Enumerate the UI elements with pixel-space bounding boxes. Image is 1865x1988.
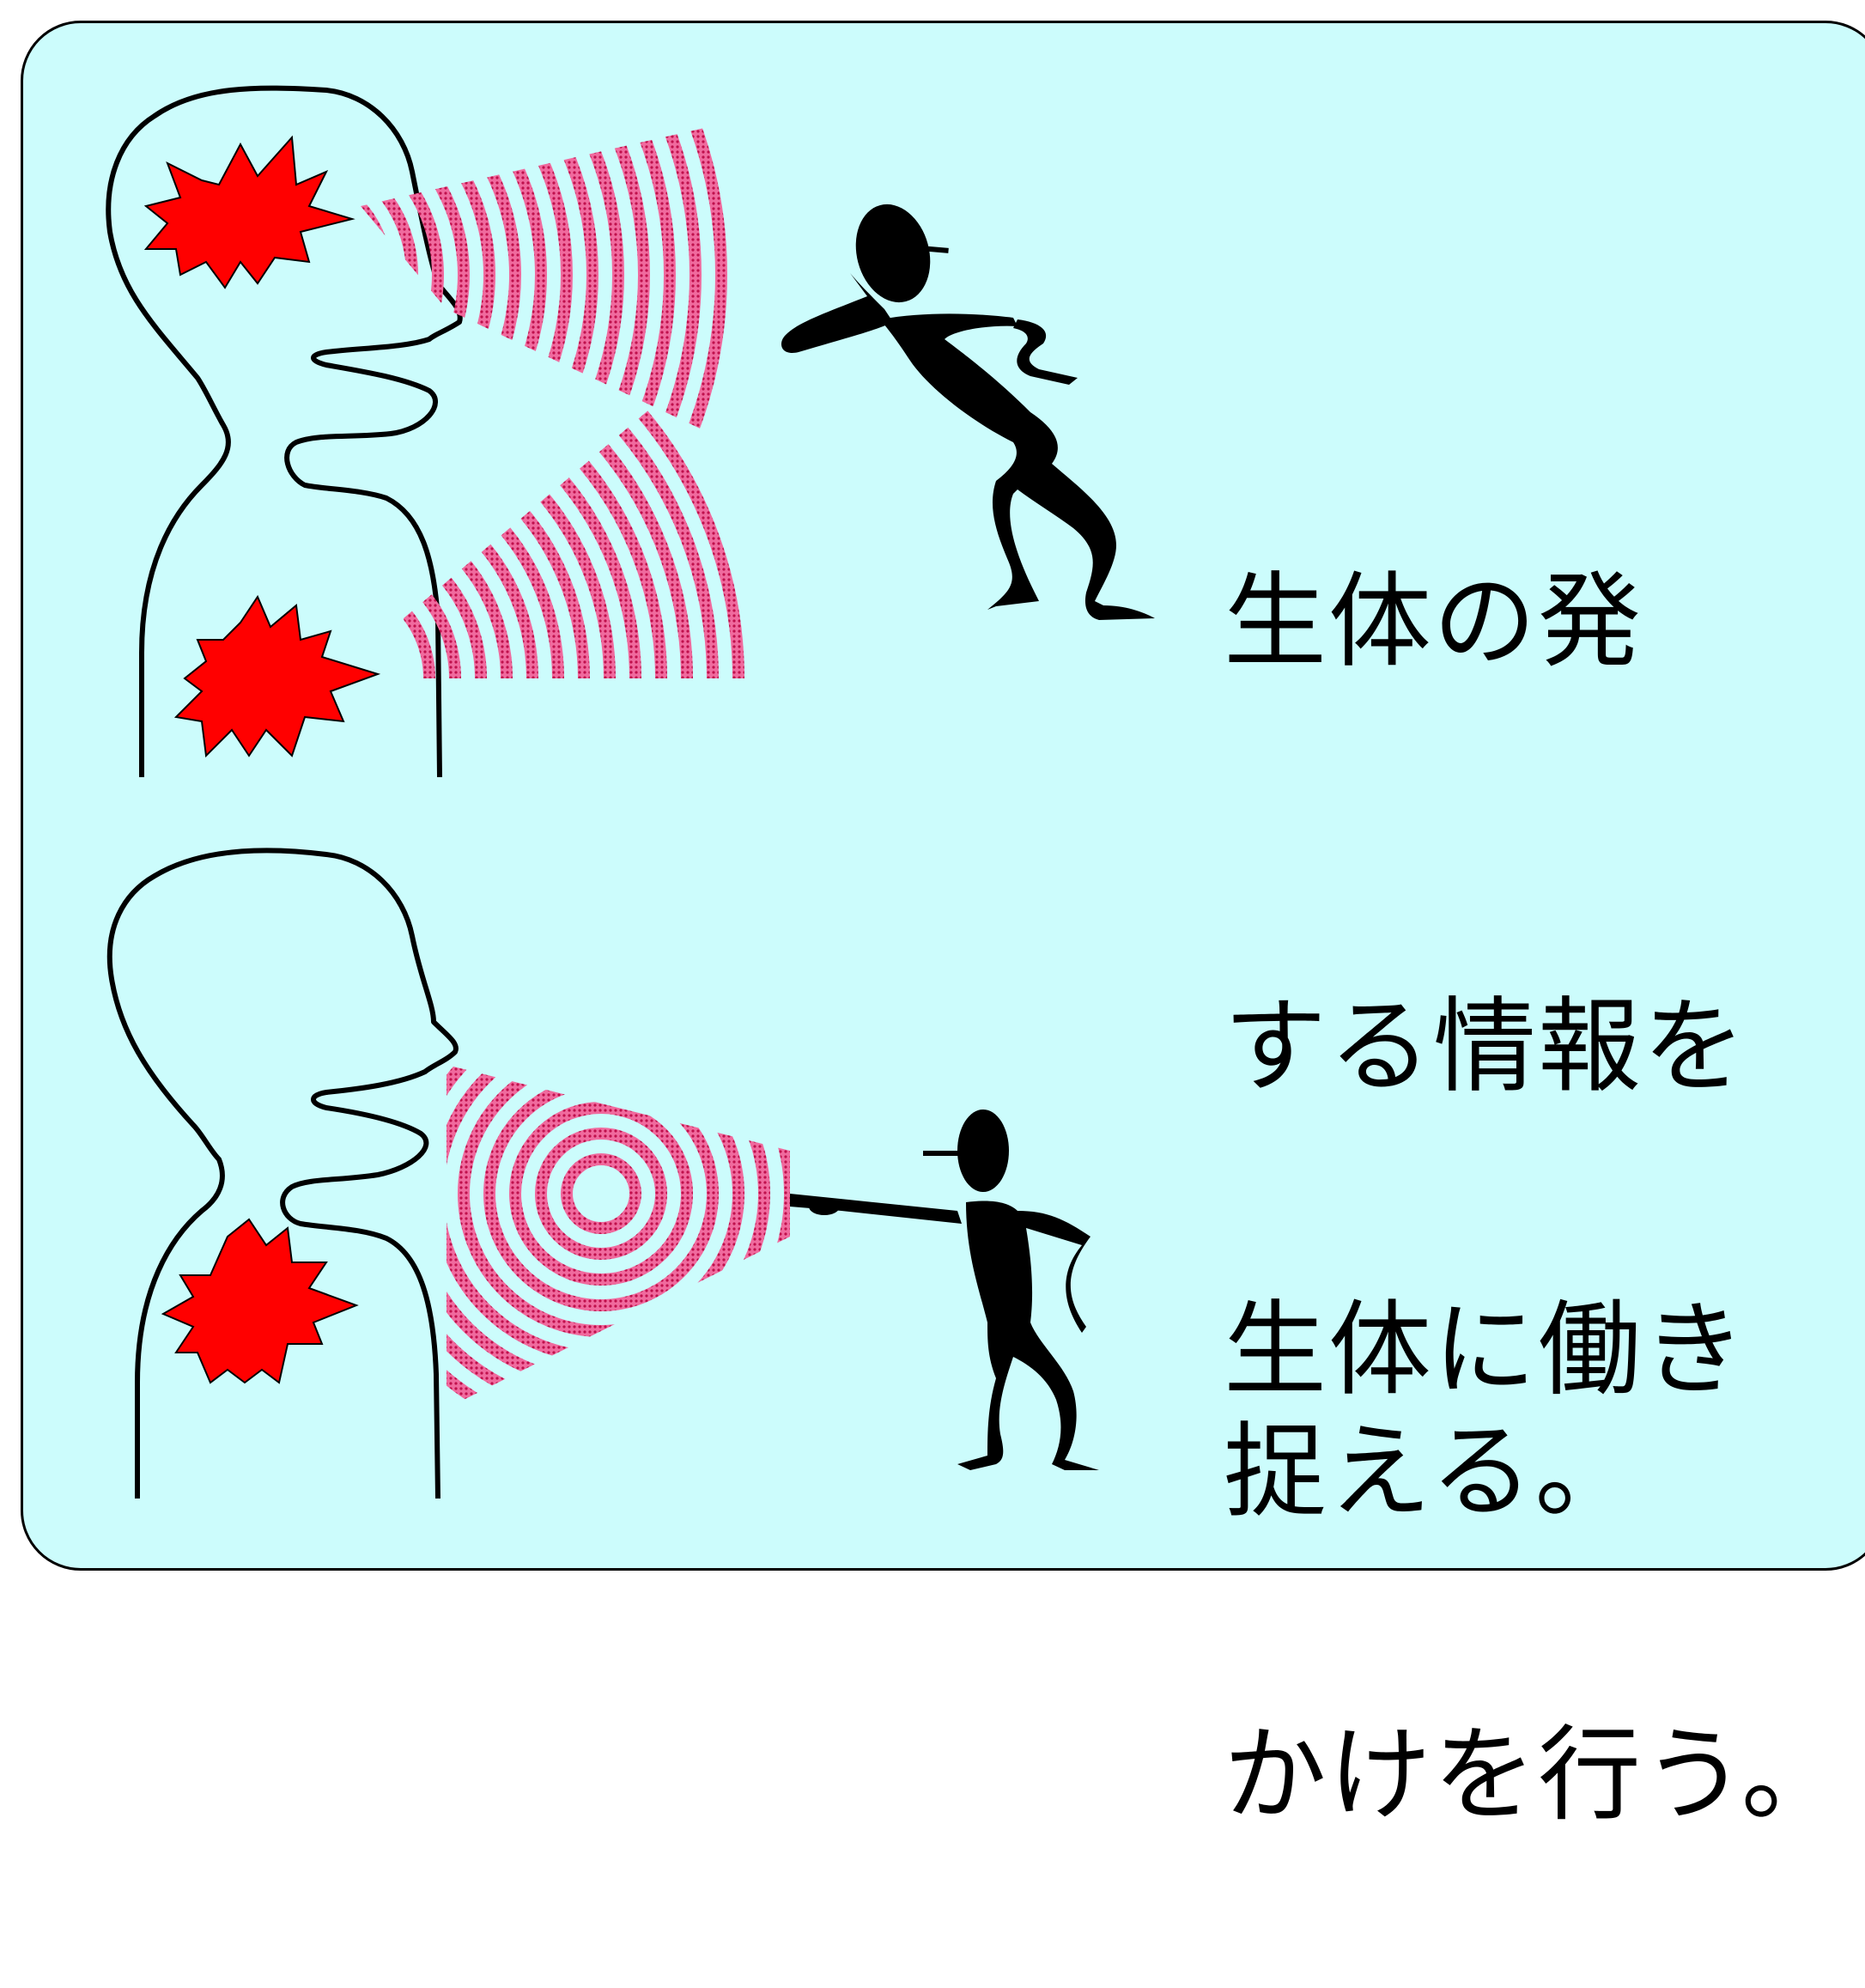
illustration <box>106 85 1155 1499</box>
pointing-figure <box>790 1110 1099 1470</box>
caption-act-on-body: 生体に働き かけを行う。 <box>1224 996 1846 1988</box>
listening-figure <box>781 204 1155 620</box>
caption-line: かけを行う。 <box>1224 1716 1846 1835</box>
chest-burst-icon <box>173 594 381 758</box>
head-burst-icon <box>143 135 355 289</box>
caption-line: 捉える。 <box>1224 1413 1640 1532</box>
bottom-wave-beam <box>447 1065 790 1408</box>
top-head-silhouette <box>106 85 463 778</box>
bottom-chest-burst-icon <box>161 1218 359 1384</box>
caption-line: する情報を <box>1224 988 1747 1107</box>
caption-line: 生体の発 <box>1224 562 1643 682</box>
bottom-head-silhouette <box>106 848 459 1499</box>
caption-line: 生体に働き <box>1224 1291 1747 1410</box>
top-wave-beam <box>361 120 727 447</box>
caption-capture-information: 生体の発 する情報を 捉える。 <box>1224 268 1747 1685</box>
